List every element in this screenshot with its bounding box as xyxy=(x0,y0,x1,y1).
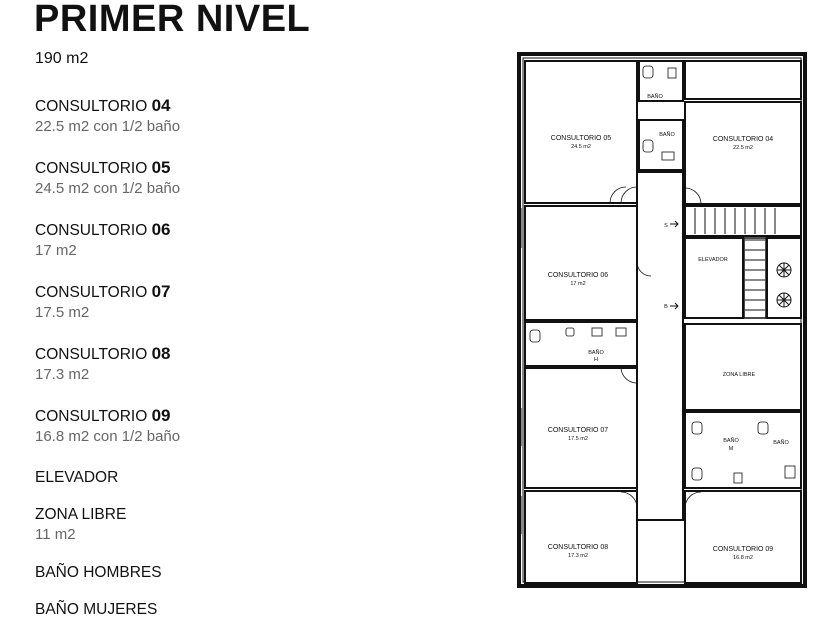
room-name: BAÑO MUJERES xyxy=(35,601,158,618)
label-consultorio-07: CONSULTORIO 07 xyxy=(548,427,609,434)
room-consultorio-06 xyxy=(524,205,638,321)
stairs xyxy=(694,208,776,319)
label-consultorio-08: CONSULTORIO 08 xyxy=(548,544,609,551)
label-consultorio-06: CONSULTORIO 06 xyxy=(548,272,609,279)
label-consultorio-04: CONSULTORIO 04 xyxy=(713,136,774,143)
room-number: 06 xyxy=(151,220,171,239)
room-bano-hombres xyxy=(524,321,638,367)
corridor xyxy=(636,171,684,521)
room-elevador xyxy=(684,237,744,319)
label-bano-top-1: BAÑO xyxy=(647,93,663,100)
door-swings xyxy=(609,186,702,509)
arrow-right-icon xyxy=(670,302,679,310)
windows xyxy=(518,208,788,587)
area-consultorio-04: 22.5 m2 xyxy=(733,145,753,151)
area-consultorio-08: 17.3 m2 xyxy=(568,553,588,559)
label-consultorio-05: CONSULTORIO 05 xyxy=(551,135,612,142)
label-bano-h-sub: H xyxy=(594,357,598,363)
room-name: ELEVADOR xyxy=(35,469,119,486)
legend-item-bano-mujeres: BAÑO MUJERES xyxy=(35,600,395,620)
label-stair-b: B xyxy=(664,304,668,310)
legend-item-consultorio-06: CONSULTORIO 06 17 m2 xyxy=(35,220,395,261)
room-name: CONSULTORIO 09 xyxy=(35,406,171,425)
area-consultorio-09: 16.8 m2 xyxy=(733,555,753,561)
room-number: 09 xyxy=(151,406,171,425)
plant-icon xyxy=(776,292,792,308)
area-consultorio-07: 17.5 m2 xyxy=(568,436,588,442)
total-area: 190 m2 xyxy=(35,50,89,67)
label-bano-h: BAÑO xyxy=(588,349,604,356)
room-number: 08 xyxy=(151,344,171,363)
room-desc: 22.5 m2 con 1/2 baño xyxy=(35,118,181,135)
plant-icon xyxy=(776,262,792,278)
floor-plan: CONSULTORIO 05 24.5 m2 CONSULTORIO 04 22… xyxy=(517,52,807,588)
area-consultorio-05: 24.5 m2 xyxy=(571,144,591,150)
label-bano-right: BAÑO xyxy=(773,439,789,446)
room-name: CONSULTORIO 04 xyxy=(35,96,171,115)
room-name: CONSULTORIO 08 xyxy=(35,344,171,363)
room-desc: 16.8 m2 con 1/2 baño xyxy=(35,428,181,445)
arrow-right-icon xyxy=(670,220,679,228)
room-number: 05 xyxy=(151,158,171,177)
room-desc: 11 m2 xyxy=(35,526,76,543)
legend-item-bano-hombres: BAÑO HOMBRES xyxy=(35,563,395,583)
bathroom-fixtures xyxy=(529,65,796,484)
label-zona-libre: ZONA LIBRE xyxy=(723,372,756,378)
page-title: PRIMER NIVEL xyxy=(34,0,311,40)
legend-item-consultorio-07: CONSULTORIO 07 17.5 m2 xyxy=(35,282,395,323)
room-desc: 17.5 m2 xyxy=(35,304,90,321)
label-stair-s: S xyxy=(664,223,668,229)
legend-item-consultorio-04: CONSULTORIO 04 22.5 m2 con 1/2 baño xyxy=(35,96,395,137)
area-consultorio-06: 17 m2 xyxy=(570,281,585,287)
inner-wall-line xyxy=(522,57,802,583)
room-consultorio-08 xyxy=(524,490,638,584)
label-consultorio-09: CONSULTORIO 09 xyxy=(713,546,774,553)
room-bano-top-2 xyxy=(638,119,684,171)
room-consultorio-05 xyxy=(524,60,638,204)
room-consultorio-07 xyxy=(524,367,638,489)
room-name: ZONA LIBRE xyxy=(35,506,127,523)
legend-item-elevador: ELEVADOR xyxy=(35,468,395,488)
room-top-right xyxy=(684,60,802,100)
stair-landing xyxy=(684,205,802,237)
room-legend: CONSULTORIO 04 22.5 m2 con 1/2 baño CONS… xyxy=(35,96,395,637)
legend-item-consultorio-05: CONSULTORIO 05 24.5 m2 con 1/2 baño xyxy=(35,158,395,199)
legend-item-zona-libre: ZONA LIBRE 11 m2 xyxy=(35,505,395,545)
label-bano-m-sub: M xyxy=(729,446,734,452)
label-bano-m: BAÑO xyxy=(723,437,739,444)
room-number: 04 xyxy=(151,96,171,115)
legend-item-consultorio-08: CONSULTORIO 08 17.3 m2 xyxy=(35,344,395,385)
room-bano-mujeres xyxy=(684,411,802,489)
room-desc: 17.3 m2 xyxy=(35,366,90,383)
room-number: 07 xyxy=(151,282,171,301)
label-bano-top-2: BAÑO xyxy=(659,131,675,138)
room-zona-libre xyxy=(684,323,802,411)
outer-wall xyxy=(517,52,807,588)
room-name: BAÑO HOMBRES xyxy=(35,564,162,581)
legend-item-consultorio-09: CONSULTORIO 09 16.8 m2 con 1/2 baño xyxy=(35,406,395,447)
room-consultorio-09 xyxy=(684,490,802,584)
room-desc: 17 m2 xyxy=(35,242,77,259)
label-elevador: ELEVADOR xyxy=(698,257,728,263)
room-consultorio-04 xyxy=(684,101,802,205)
room-name: CONSULTORIO 06 xyxy=(35,220,171,239)
room-name: CONSULTORIO 07 xyxy=(35,282,171,301)
room-name: CONSULTORIO 05 xyxy=(35,158,171,177)
room-desc: 24.5 m2 con 1/2 baño xyxy=(35,180,181,197)
